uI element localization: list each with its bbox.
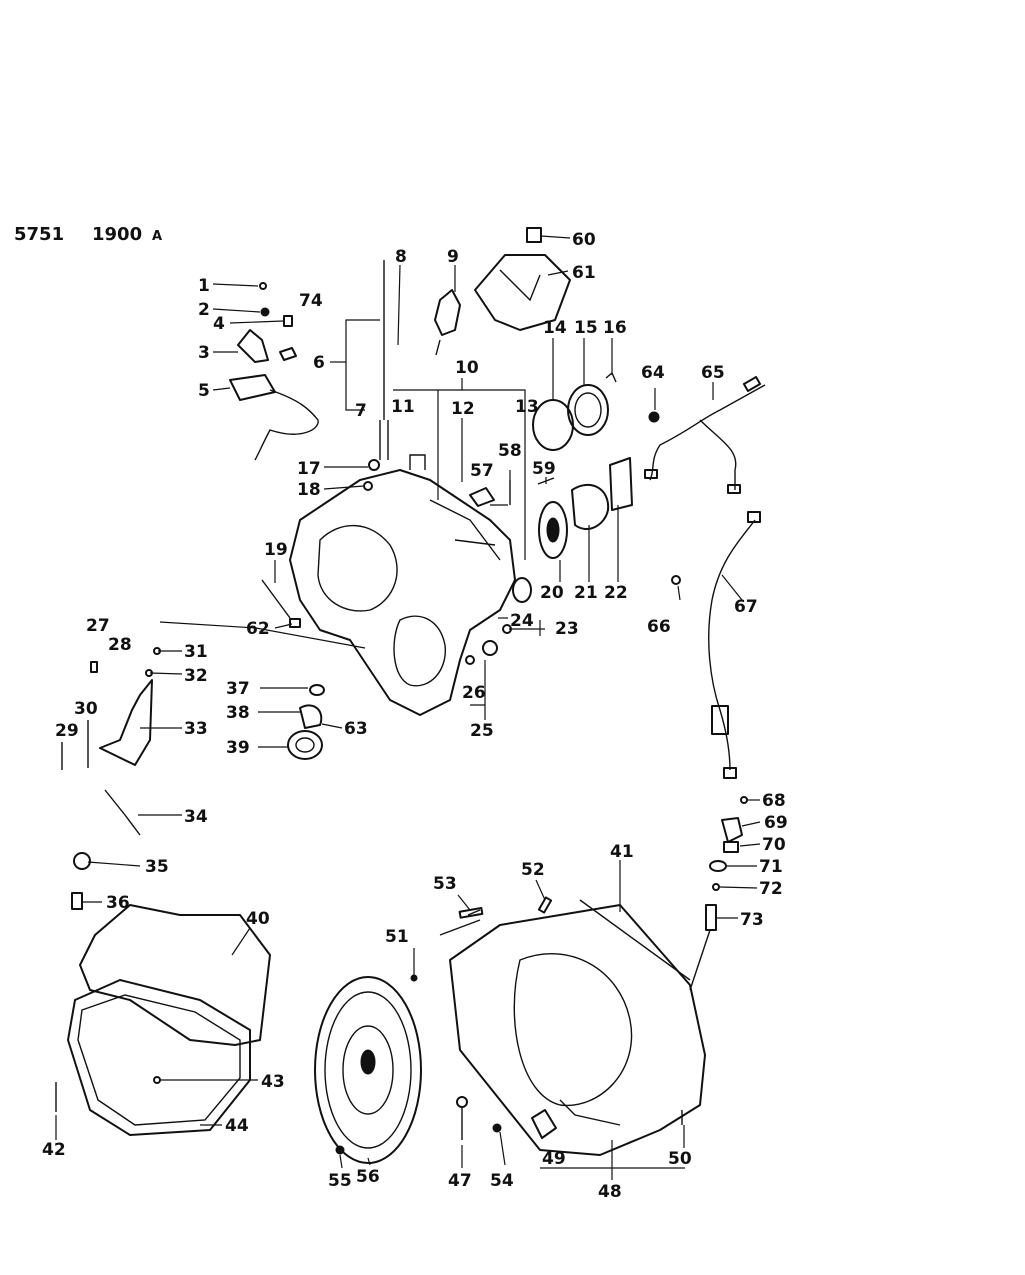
callout-9: 9 [447, 247, 459, 267]
callout-23: 23 [555, 619, 579, 639]
callout-35: 35 [145, 857, 169, 877]
callout-64: 64 [641, 363, 665, 383]
callout-65: 65 [701, 363, 725, 383]
callout-42: 42 [42, 1140, 66, 1160]
pan-gasket-40 [79, 904, 271, 1046]
callout-32: 32 [184, 666, 208, 686]
callout-30: 30 [74, 699, 98, 719]
callout-24: 24 [510, 611, 534, 631]
callout-7: 7 [355, 401, 367, 421]
callout-15: 15 [574, 318, 598, 338]
callout-28: 28 [108, 635, 132, 655]
callout-11: 11 [391, 397, 415, 417]
callout-53: 53 [433, 874, 457, 894]
callout-44: 44 [225, 1116, 249, 1136]
callout-labels: 1 2 4 3 5 6 7 8 9 10 11 12 13 14 15 16 1… [42, 230, 788, 1202]
cable-67 [708, 519, 756, 771]
callout-8: 8 [395, 247, 407, 267]
callout-51: 51 [385, 927, 409, 947]
callout-52: 52 [521, 860, 545, 880]
callout-36: 36 [106, 893, 130, 913]
callout-48: 48 [598, 1182, 622, 1202]
callout-2: 2 [198, 300, 210, 320]
gasket-15 [567, 384, 609, 436]
callout-63: 63 [344, 719, 368, 739]
callout-12: 12 [451, 399, 475, 419]
transaxle-case [289, 469, 516, 716]
callout-1: 1 [198, 276, 210, 296]
callout-3: 3 [198, 343, 210, 363]
cover-20 [538, 501, 568, 559]
callout-60: 60 [572, 230, 596, 250]
callout-4: 4 [213, 314, 225, 334]
callout-58: 58 [498, 441, 522, 461]
harness-65 [649, 384, 766, 481]
oil-pan-44 [67, 979, 251, 1136]
callout-49: 49 [542, 1149, 566, 1169]
callout-67: 67 [734, 597, 758, 617]
callout-50: 50 [668, 1149, 692, 1169]
callout-20: 20 [540, 583, 564, 603]
callout-22: 22 [604, 583, 628, 603]
group-code: 1900 [92, 224, 142, 245]
group-suffix: A [152, 229, 162, 244]
callout-57: 57 [470, 461, 494, 481]
callout-13: 13 [515, 397, 539, 417]
callout-62: 62 [246, 619, 270, 639]
callout-29: 29 [55, 721, 79, 741]
cover-21 [571, 483, 610, 530]
callout-73: 73 [740, 910, 764, 930]
callout-14: 14 [543, 318, 567, 338]
callout-18: 18 [297, 480, 321, 500]
callout-56: 56 [356, 1167, 380, 1187]
callout-43: 43 [261, 1072, 285, 1092]
callout-68: 68 [762, 791, 786, 811]
callout-10: 10 [455, 358, 479, 378]
callout-61: 61 [572, 263, 596, 283]
callout-16: 16 [603, 318, 627, 338]
callout-37: 37 [226, 679, 250, 699]
callout-17: 17 [297, 459, 321, 479]
lever-3 [237, 329, 269, 363]
callout-27: 27 [86, 616, 110, 636]
callout-19: 19 [264, 540, 288, 560]
parts-artwork [55, 227, 766, 1164]
bolt-60 [526, 227, 542, 243]
plate-22 [609, 457, 633, 511]
callout-69: 69 [764, 813, 788, 833]
inhibitor-switch [229, 374, 276, 401]
callout-21: 21 [574, 583, 598, 603]
callout-34: 34 [184, 807, 208, 827]
callout-40: 40 [246, 909, 270, 929]
diagram-code: 5751 [14, 224, 64, 245]
mount-bracket [474, 254, 571, 331]
callout-31: 31 [184, 642, 208, 662]
converter-housing-48 [449, 904, 706, 1156]
callout-25: 25 [470, 721, 494, 741]
callout-74: 74 [299, 291, 323, 311]
callout-6: 6 [313, 353, 325, 373]
callout-59: 59 [532, 459, 556, 479]
callout-66: 66 [647, 617, 671, 637]
callout-72: 72 [759, 879, 783, 899]
callout-70: 70 [762, 835, 786, 855]
callout-54: 54 [490, 1171, 514, 1191]
callout-41: 41 [610, 842, 634, 862]
callout-5: 5 [198, 381, 210, 401]
filter-39 [287, 730, 323, 760]
callout-38: 38 [226, 703, 250, 723]
switch-9 [434, 289, 461, 336]
callout-71: 71 [759, 857, 783, 877]
shift-lever-33 [99, 679, 153, 766]
callout-33: 33 [184, 719, 208, 739]
callout-26: 26 [462, 683, 486, 703]
callout-55: 55 [328, 1171, 352, 1191]
leader-lines [55, 235, 761, 1180]
seal-14 [532, 399, 574, 451]
callout-39: 39 [226, 738, 250, 758]
torque-converter-56 [314, 976, 422, 1164]
callout-47: 47 [448, 1171, 472, 1191]
